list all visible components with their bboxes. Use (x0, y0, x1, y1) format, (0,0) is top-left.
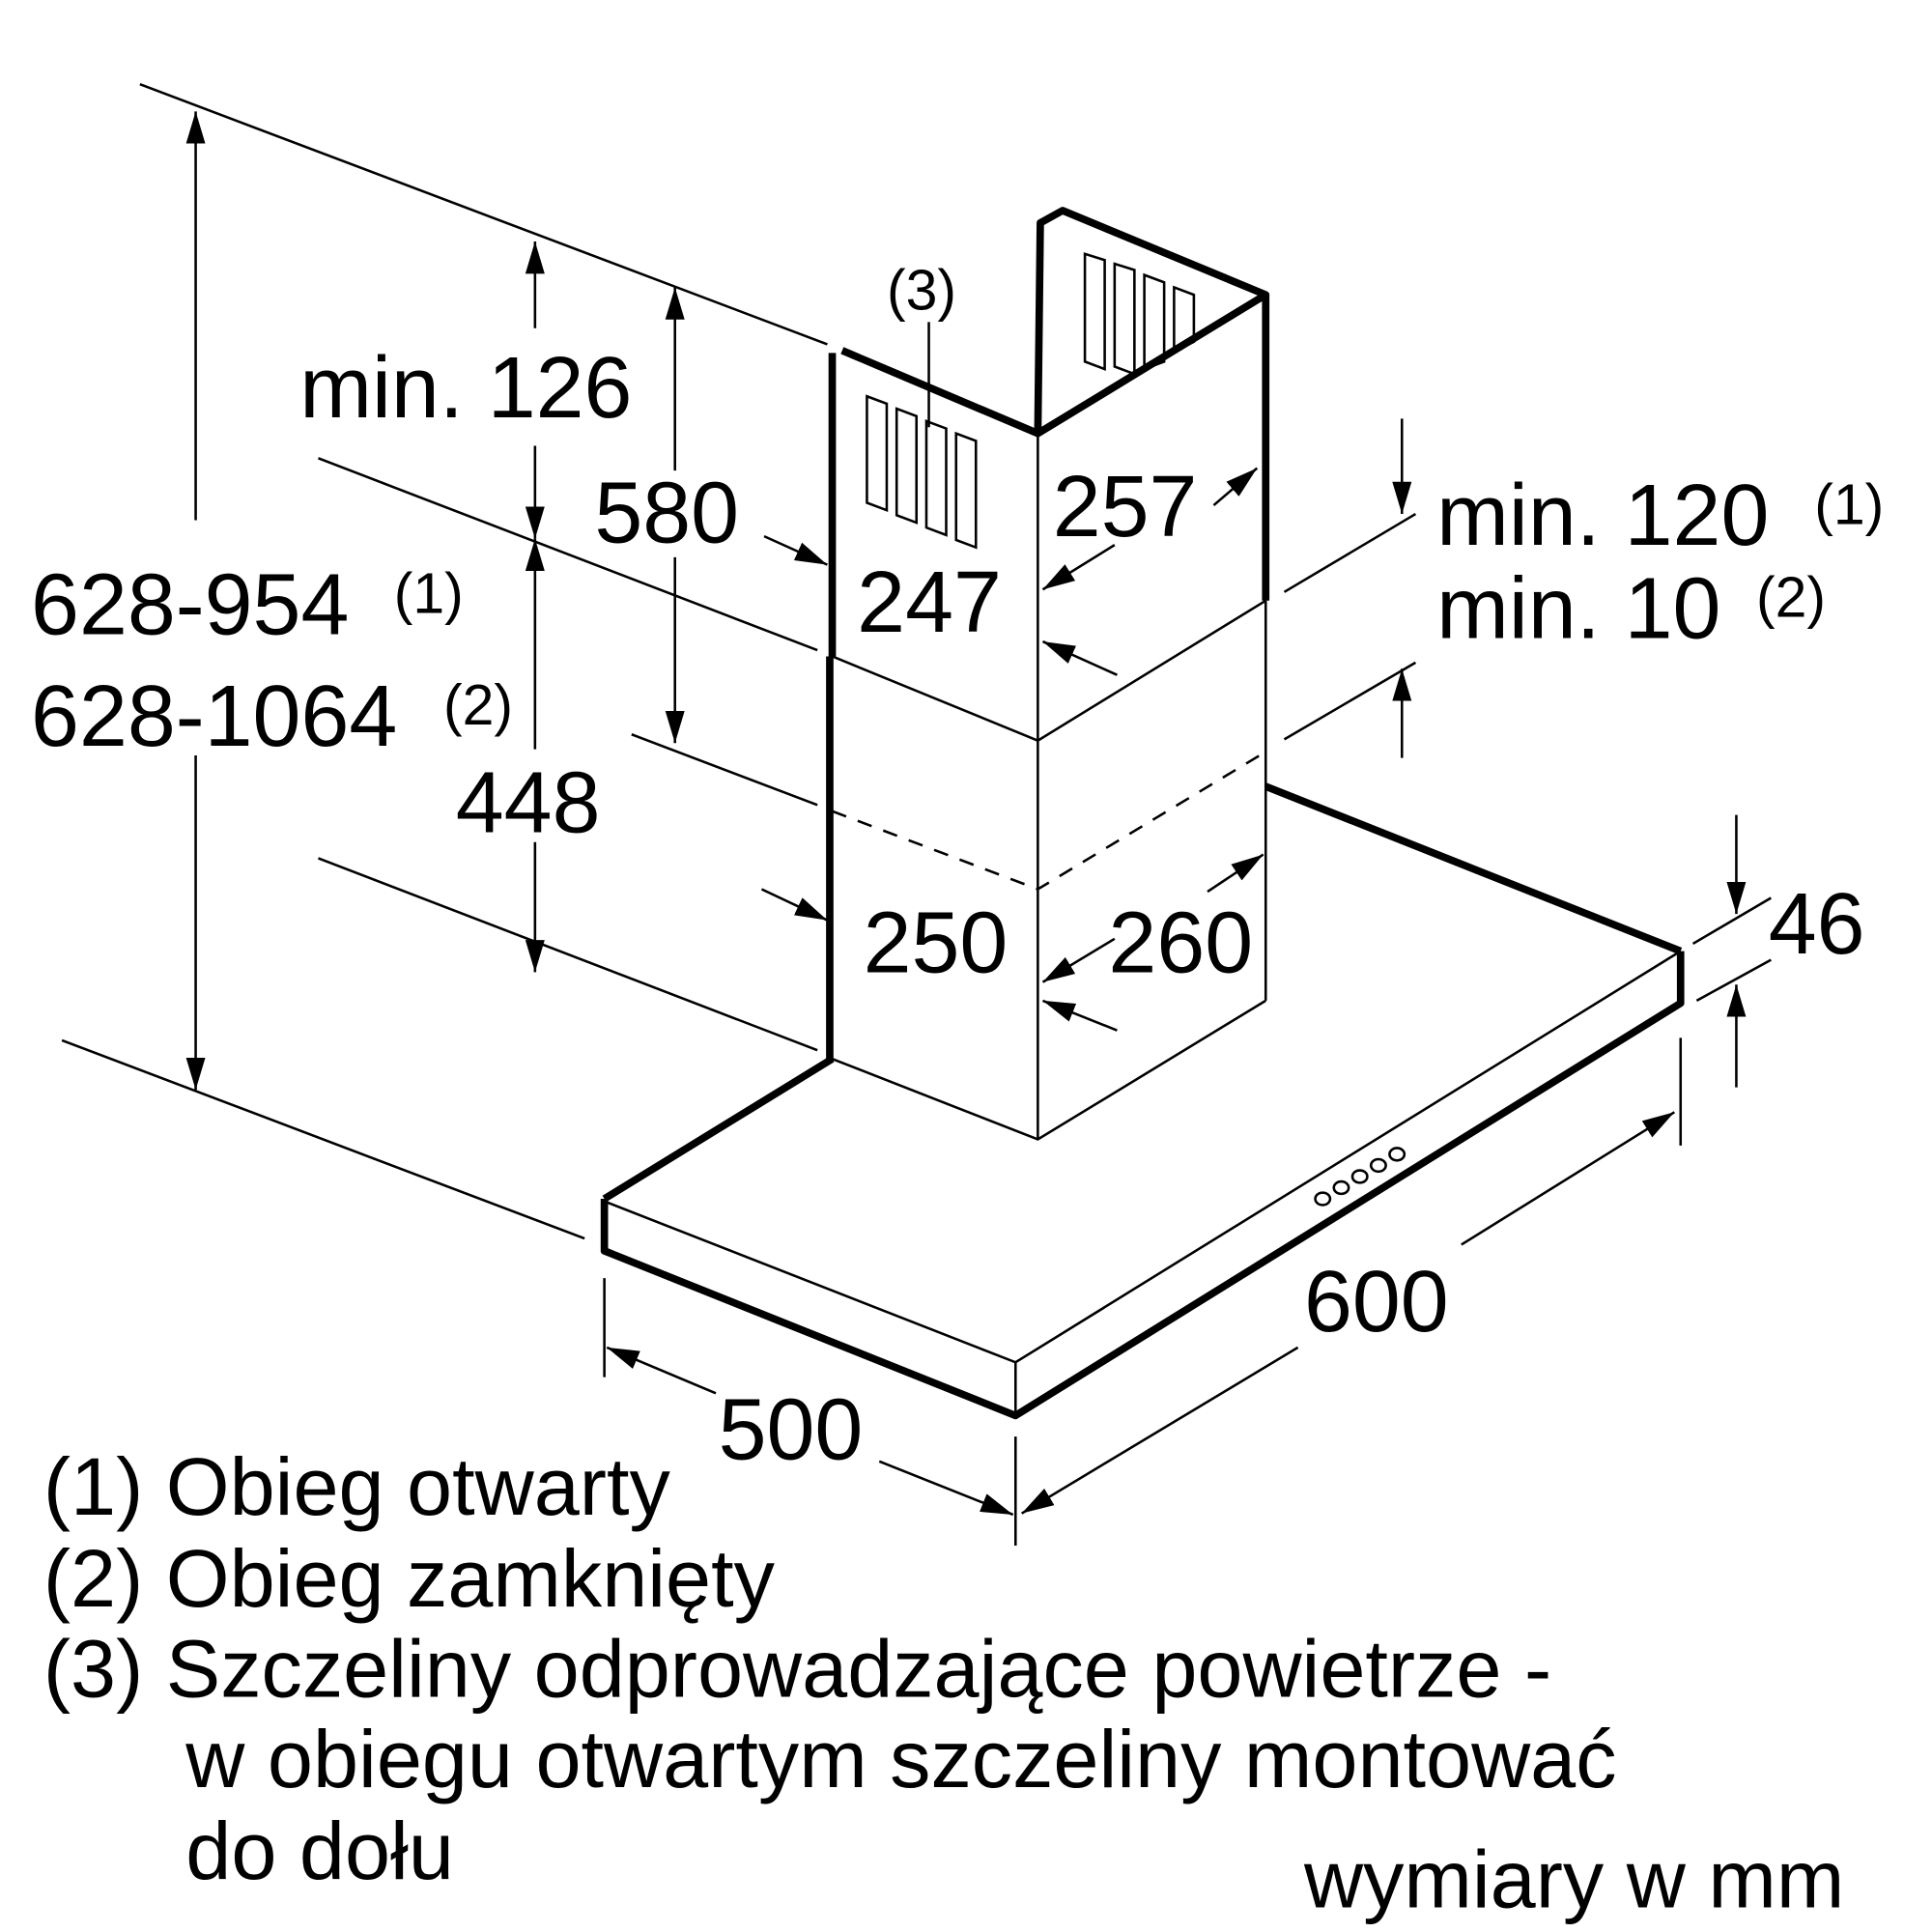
chimney (826, 207, 1270, 1141)
dim-260-label: 260 (1108, 895, 1253, 991)
dimension-arrows (185, 111, 1747, 1517)
legend-item-2: (2) Obieg zamknięty (43, 1532, 776, 1624)
min-126-label: min. 126 (299, 340, 632, 437)
min-120-label: min. 120 (1436, 468, 1769, 564)
superscript-2: (2) (443, 674, 513, 737)
legend-item-3-line-2: w obiegu otwartym szczeliny montować (185, 1713, 1616, 1804)
dimension-labels: 628-954 (1) 628-1064 (2) min. 126 580 44… (31, 260, 1884, 1479)
dim-600-label: 600 (1304, 1254, 1449, 1350)
height-range-2-label: 628-1064 (31, 668, 397, 765)
dim-250-label: 250 (864, 895, 1009, 991)
wall-reference-lines (61, 82, 1772, 1547)
dim-448-label: 448 (456, 755, 601, 852)
min-10-label: min. 10 (1436, 560, 1720, 657)
legend: (1) Obieg otwarty (2) Obieg zamknięty (3… (43, 1440, 1844, 1924)
superscript-1: (1) (394, 563, 464, 626)
hood-canopy (600, 782, 1685, 1420)
dim-500-label: 500 (719, 1381, 864, 1478)
dim-580-label: 580 (594, 466, 739, 562)
callout-3-label: (3) (887, 260, 956, 323)
units-note: wymiary w mm (1303, 1833, 1844, 1924)
air-slots-front (866, 394, 978, 550)
dim-46-label: 46 (1769, 876, 1865, 973)
height-range-1-label: 628-954 (31, 556, 349, 653)
control-buttons (1314, 1147, 1406, 1207)
dim-257-label: 257 (1053, 459, 1198, 555)
legend-item-3-line-3: do dołu (185, 1804, 454, 1896)
air-slots-rear (1083, 252, 1196, 377)
legend-item-1: (1) Obieg otwarty (43, 1440, 671, 1532)
dim-247-label: 247 (857, 554, 1002, 651)
superscript-2: (2) (1756, 566, 1826, 629)
superscript-1: (1) (1814, 473, 1884, 536)
legend-item-3-line-1: (3) Szczeliny odprowadzające powietrze - (43, 1622, 1551, 1714)
